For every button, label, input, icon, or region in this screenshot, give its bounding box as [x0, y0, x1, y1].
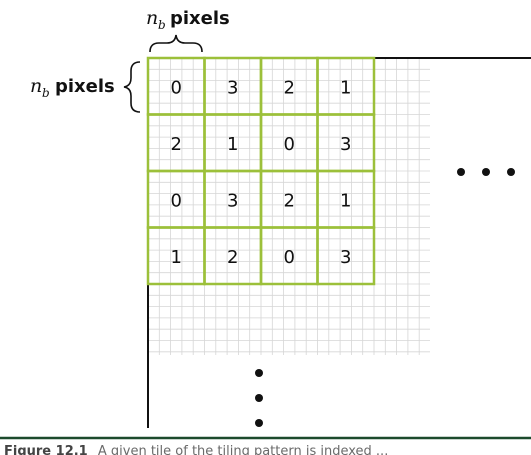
top-label-symbol: n: [146, 7, 158, 29]
tile-cell-value: 1: [227, 134, 238, 155]
tile-cell-value: 2: [227, 247, 238, 268]
tile-cell: [316, 226, 376, 286]
tile-cell-value: 3: [340, 134, 351, 155]
left-label-unit: pixels: [55, 76, 115, 97]
top-label-unit: pixels: [170, 8, 230, 29]
figure-caption: Figure 12.1 A given tile of the tiling p…: [4, 444, 388, 455]
tile-cell-value: 0: [284, 134, 295, 155]
tile-cell-value: 3: [227, 190, 238, 211]
svg-text:n: n: [146, 7, 158, 29]
horizontal-ellipsis-icon: [457, 168, 515, 176]
tile-cell-value: 1: [340, 77, 351, 98]
caption-text: A given tile of the tiling pattern is in…: [98, 444, 388, 455]
left-brace-icon: [123, 61, 141, 113]
tile-cell-value: 3: [227, 77, 238, 98]
left-size-label: n b pixels: [30, 61, 141, 113]
dither-tile: 0 3 2 1 2 1 0 3 0 3 2 1 1 2 0 3: [146, 56, 376, 286]
top-label-subscript: b: [158, 18, 166, 32]
tile-cell-value: 2: [171, 134, 182, 155]
tile-cell-value: 0: [284, 247, 295, 268]
svg-text:b: b: [158, 18, 166, 32]
svg-text:pixels: pixels: [170, 8, 230, 29]
tile-cell-value: 2: [284, 77, 295, 98]
svg-text:n: n: [30, 75, 42, 97]
tile-cell-value: 3: [340, 247, 351, 268]
tile-cell-value: 2: [284, 190, 295, 211]
tile-cell-value: 0: [171, 77, 182, 98]
left-label-subscript: b: [42, 86, 50, 100]
tile-cell-value: 1: [171, 247, 182, 268]
top-size-label: n b pixels: [146, 7, 230, 53]
left-label-symbol: n: [30, 75, 42, 97]
tile-cell-value: 1: [340, 190, 351, 211]
vertical-ellipsis-icon: [255, 369, 263, 427]
caption-label: Figure 12.1: [4, 444, 88, 455]
svg-text:pixels: pixels: [55, 76, 115, 97]
svg-text:b: b: [42, 86, 50, 100]
tile-cell-value: 0: [171, 190, 182, 211]
top-brace-icon: [149, 34, 203, 53]
